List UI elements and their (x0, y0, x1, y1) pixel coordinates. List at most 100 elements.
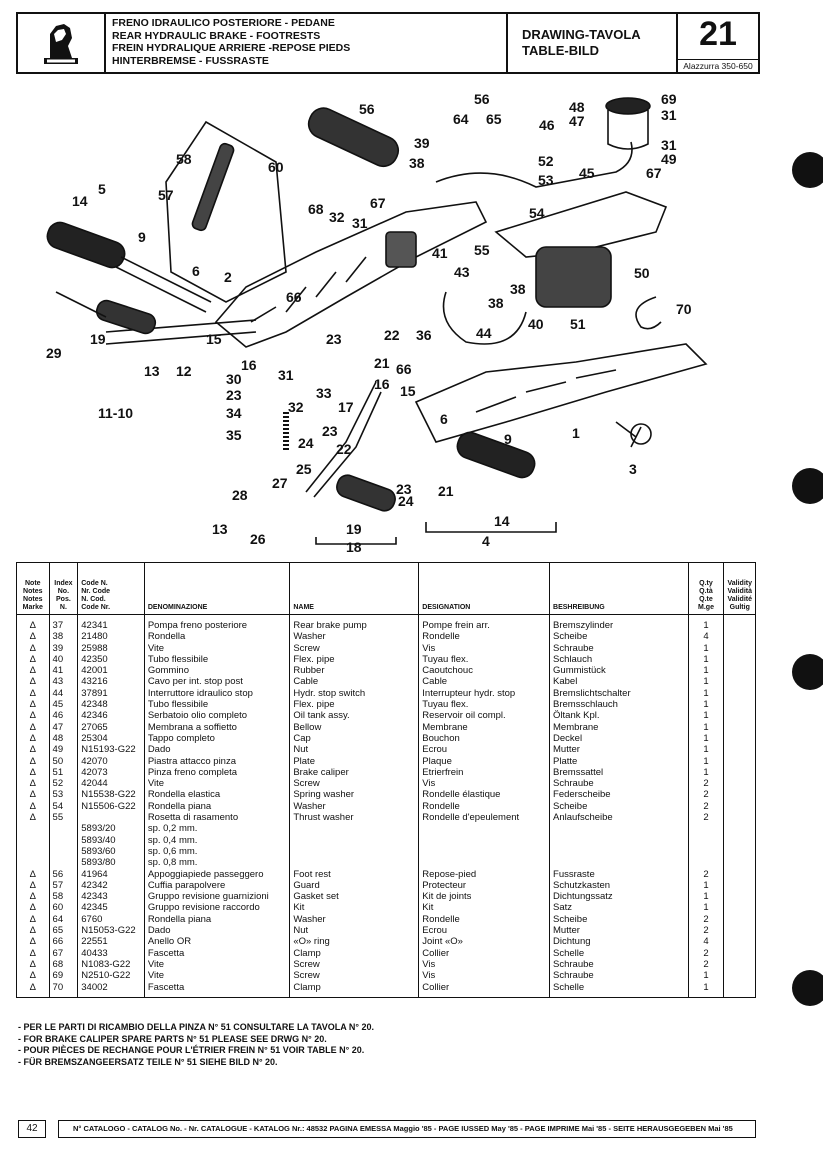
binder-hole (792, 468, 823, 504)
cell-validity (723, 710, 756, 722)
cell-en: Washer (289, 800, 420, 813)
cell-idx: 46 (48, 710, 79, 722)
lower-footrest (336, 474, 396, 512)
cell-en: Screw (289, 642, 420, 654)
cell-qty: 1 (687, 653, 725, 666)
cell-validity (723, 879, 756, 892)
cell-qty: 1 (687, 721, 725, 733)
cell-validity (723, 732, 756, 745)
title-de: HINTERBREMSE - FUSSRASTE (112, 54, 269, 67)
cell-qty: 1 (687, 665, 725, 677)
cell-de: Federscheibe (549, 789, 689, 801)
cell-qty: 2 (687, 947, 725, 959)
caliper-plate (494, 191, 668, 258)
cell-idx: 45 (48, 699, 79, 711)
cell-it: Tubo flessibile (143, 653, 291, 666)
cell-fr: Rondelle d'epeulement (418, 812, 551, 824)
callout-label: 35 (226, 427, 242, 443)
cell-fr: Ecrou (418, 925, 551, 937)
cell-idx: 66 (48, 936, 79, 948)
cell-it: Fascetta (143, 947, 291, 959)
cell-mark: Δ (16, 631, 50, 643)
cell-fr: Etrierfrein (418, 766, 551, 779)
cell-de: Scheibe (549, 631, 689, 643)
cell-de: Schraube (549, 642, 689, 654)
callout-label: 64 (453, 111, 469, 127)
cell-mark (16, 845, 50, 858)
callout-label: 12 (176, 363, 192, 379)
cell-de: Anlaufscheibe (549, 812, 689, 824)
kit-box (165, 120, 287, 303)
callout-label: 31 (661, 137, 677, 153)
callout-label: 38 (488, 295, 504, 311)
cell-qty (687, 845, 725, 858)
cell-idx (48, 834, 79, 846)
cell-qty: 1 (687, 902, 725, 914)
cell-mark: Δ (16, 812, 50, 824)
cell-mark: Δ (16, 642, 50, 654)
binder-hole (792, 152, 823, 188)
title-it: FRENO IDRAULICO POSTERIORE - PEDANE (112, 17, 335, 29)
cell-it: Interruttore idraulico stop (143, 687, 291, 700)
cell-code: 22551 (77, 936, 145, 948)
callout-label: 1 (572, 425, 580, 441)
callout-label: 4 (482, 533, 490, 549)
cell-code: 42070 (77, 755, 145, 767)
cell-fr: Joint «O» (418, 936, 551, 948)
cell-mark: Δ (16, 947, 50, 959)
cell-validity (723, 823, 756, 835)
cell-it: Tubo flessibile (143, 699, 291, 711)
cell-idx: 55 (48, 812, 79, 824)
cell-it: sp. 0,4 mm. (143, 834, 291, 846)
cell-idx: 68 (48, 958, 79, 971)
callout-label: 67 (370, 195, 386, 211)
cell-code: 40433 (77, 947, 145, 959)
cell-mark: Δ (16, 891, 50, 903)
callout-label: 66 (286, 289, 302, 305)
callout-label: 2 (224, 269, 232, 285)
cell-fr: Tuyau flex. (418, 699, 551, 711)
cell-idx: 43 (48, 676, 79, 688)
cell-idx: 64 (48, 913, 79, 926)
callout-label: 21 (374, 355, 390, 371)
frame-bracket (214, 201, 488, 348)
cell-it: Anello OR (143, 936, 291, 948)
callout-label: 15 (400, 383, 416, 399)
cell-idx: 41 (48, 665, 79, 677)
cell-en: Cap (289, 732, 420, 745)
cell-fr: Vis (418, 958, 551, 971)
cell-fr (418, 857, 551, 869)
cell-validity (723, 812, 756, 824)
callout-label: 21 (438, 483, 454, 499)
cell-de: Dichtungssatz (549, 891, 689, 903)
callout-label: 23 (226, 387, 242, 403)
cell-de: Scheibe (549, 800, 689, 813)
cell-code: N15538-G22 (77, 789, 145, 801)
cell-qty: 1 (687, 687, 725, 700)
frame-ribs (250, 256, 367, 323)
callout-label: 38 (409, 155, 425, 171)
col-beschreibung: BESHREIBUNG (549, 562, 689, 615)
cell-en: Flex. pipe (289, 653, 420, 666)
cell-de: Schelle (549, 947, 689, 959)
callout-label: 15 (206, 331, 222, 347)
callout-label: 34 (226, 405, 242, 421)
cell-qty: 2 (687, 958, 725, 971)
cell-de: Membrane (549, 721, 689, 733)
cell-fr: Protecteur (418, 879, 551, 892)
callout-label: 69 (661, 91, 677, 107)
cell-de: Gummistück (549, 665, 689, 677)
cell-de (549, 857, 689, 869)
cell-de: Bremssattel (549, 766, 689, 779)
